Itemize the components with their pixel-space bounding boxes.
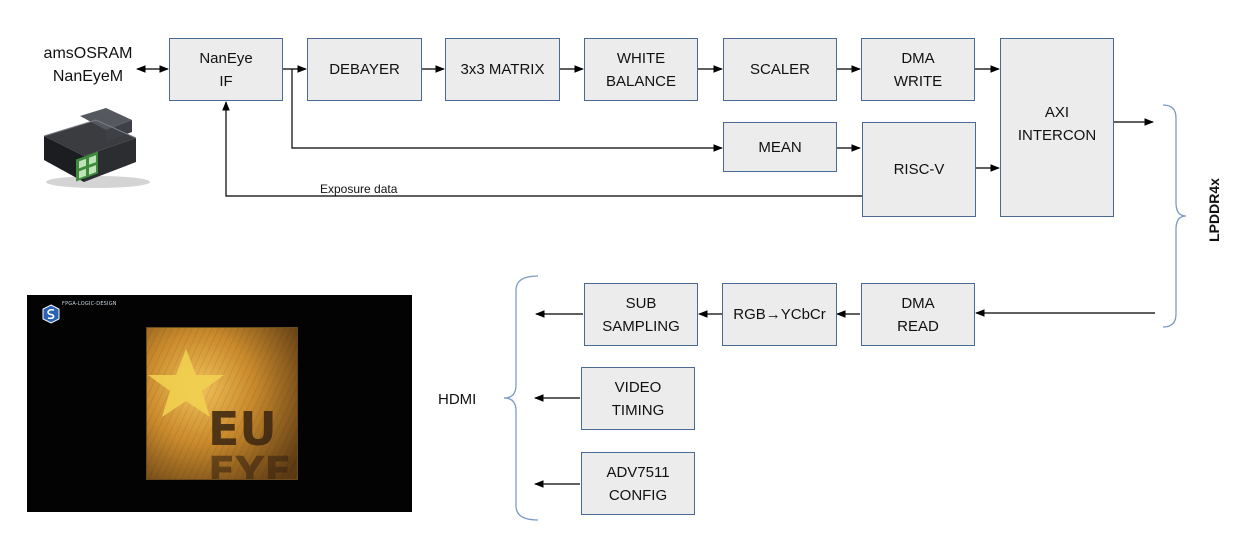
arrow-if-mean <box>291 69 723 152</box>
svg-text:EU: EU <box>208 402 277 456</box>
scaler-block: SCALER <box>723 38 837 101</box>
risc-v-block: RISC-V <box>862 122 976 217</box>
lpddr-brace <box>1162 104 1187 328</box>
debayer-block: DEBAYER <box>307 38 422 101</box>
axi-intercon-block: AXI INTERCON <box>1000 38 1114 217</box>
mean-block: MEAN <box>723 122 837 172</box>
sensor-label: amsOSRAM NanEyeM <box>43 45 133 85</box>
adv7511-config-block: ADV7511 CONFIG <box>581 452 695 515</box>
dma-read-block: DMA READ <box>861 283 975 346</box>
arrow-exposure-feedback <box>222 101 862 197</box>
hdmi-output-photo: FPGA-LOGIC-DESIGN EU EYE <box>27 295 412 512</box>
svg-text:EYE: EYE <box>208 449 292 480</box>
white-balance-block: WHITE BALANCE <box>584 38 698 101</box>
exposure-data-label: Exposure data <box>320 182 398 196</box>
camera-module-image <box>43 108 150 188</box>
video-timing-block: VIDEO TIMING <box>581 367 695 430</box>
brand-logo-icon <box>42 304 60 324</box>
lpddr4x-label: LPDDR4x <box>1206 178 1222 242</box>
camera-frame-image: EU EYE <box>146 327 298 480</box>
dma-write-block: DMA WRITE <box>861 38 975 101</box>
matrix-block: 3x3 MATRIX <box>445 38 560 101</box>
sub-sampling-block: SUB SAMPLING <box>584 283 698 346</box>
hdmi-label: HDMI <box>438 391 477 408</box>
brand-text: FPGA-LOGIC-DESIGN <box>62 301 117 307</box>
rgb-ycbcr-block: RGB→YCbCr <box>722 283 837 346</box>
hdmi-brace <box>503 275 539 521</box>
naneye-if-block: NanEye IF <box>169 38 283 101</box>
